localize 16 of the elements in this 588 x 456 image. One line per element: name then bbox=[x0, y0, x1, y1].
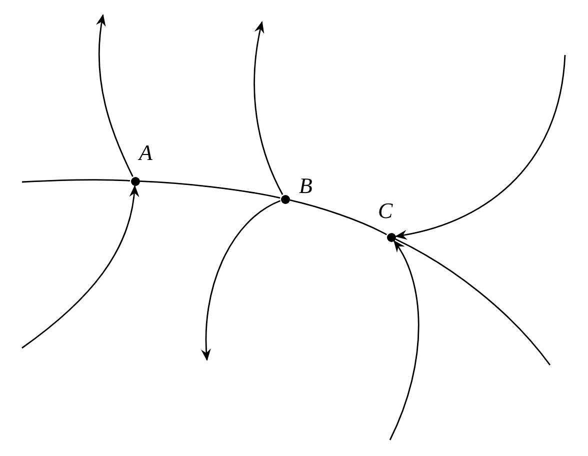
point-dot bbox=[280, 194, 290, 204]
curve bbox=[140, 180, 280, 199]
arrow bbox=[201, 200, 281, 361]
arrow bbox=[394, 54, 566, 240]
arrow bbox=[96, 14, 134, 177]
point-label: B bbox=[299, 175, 312, 197]
arrow bbox=[22, 185, 139, 349]
point-dot bbox=[386, 232, 396, 242]
curve bbox=[395, 238, 551, 366]
point-dot bbox=[130, 176, 140, 186]
point-label: C bbox=[378, 200, 393, 222]
arrow bbox=[389, 240, 420, 440]
curve bbox=[290, 199, 387, 236]
curve bbox=[22, 179, 130, 183]
point-label: A bbox=[139, 142, 152, 164]
arrow bbox=[254, 21, 284, 195]
